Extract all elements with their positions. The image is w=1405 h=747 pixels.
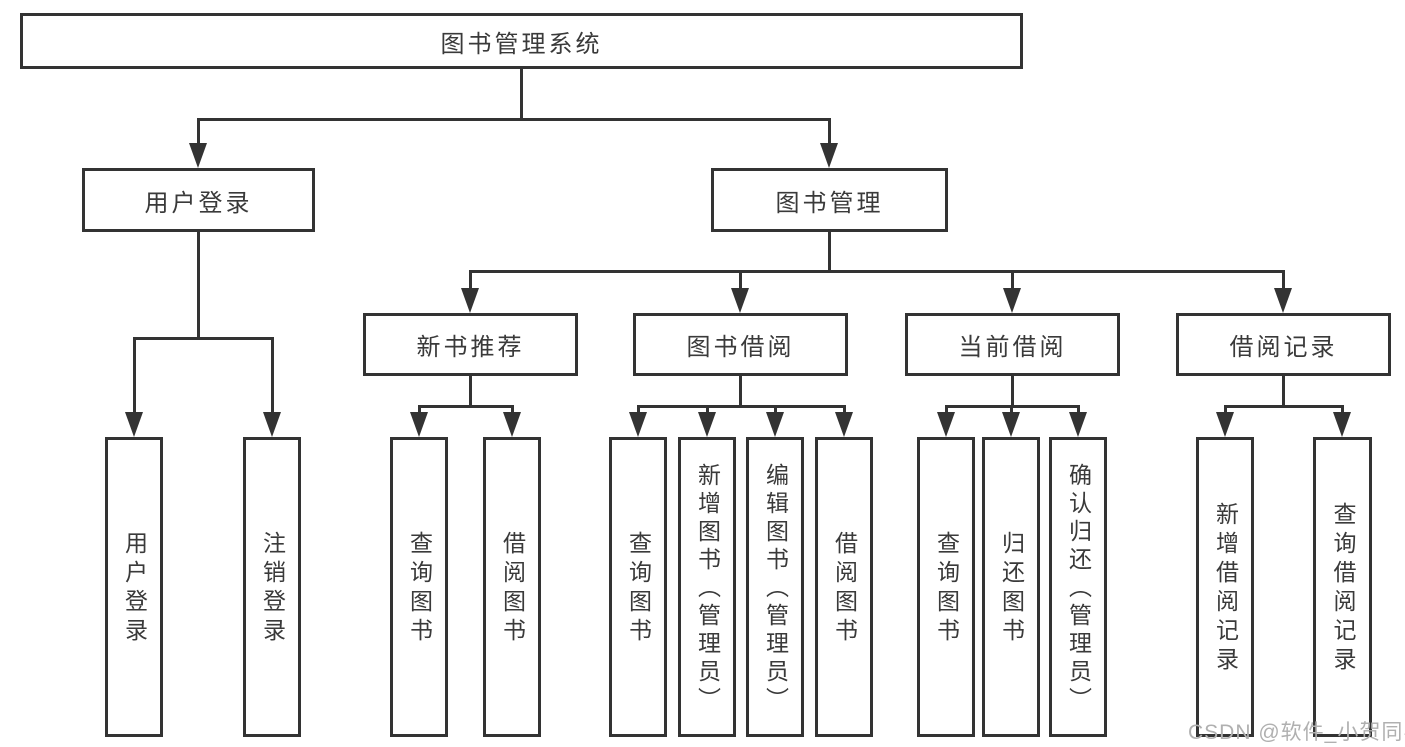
leaf-logout: 注销登录 [243, 437, 301, 737]
connector-vline [133, 337, 136, 415]
node-borrowing-records-label: 借阅记录 [1229, 334, 1338, 361]
node-book-management: 图书管理 [711, 168, 948, 232]
leaf-label: 查询图书 [406, 531, 433, 647]
node-current-borrowing: 当前借阅 [905, 313, 1120, 376]
leaf-label: 确认归还（管理员） [1065, 463, 1092, 715]
node-user-login-label: 用户登录 [144, 189, 253, 217]
connector-vline [1011, 270, 1014, 290]
leaf-add-book-admin: 新增图书（管理员） [678, 437, 736, 737]
node-current-borrowing-label: 当前借阅 [958, 334, 1067, 361]
connector-hline [1224, 405, 1344, 408]
csdn-watermark: CSDN @软件_小贺同学 [1188, 721, 1405, 744]
arrow-down-icon [731, 288, 749, 313]
node-new-book-recommendation-label: 新书推荐 [416, 334, 525, 361]
leaf-user-login-label: 用户登录 [121, 531, 148, 647]
leaf-label: 编辑图书（管理员） [762, 463, 789, 715]
arrow-down-icon [1069, 412, 1087, 437]
connector-hline [197, 118, 831, 121]
arrow-down-icon [1274, 288, 1292, 313]
arrow-down-icon [410, 412, 428, 437]
arrow-down-icon [820, 143, 838, 168]
connector-vline [843, 405, 846, 417]
connector-vline [1010, 405, 1013, 417]
arrow-down-icon [1003, 288, 1021, 313]
connector-hline [418, 405, 514, 408]
leaf-query-books-borrow: 查询图书 [609, 437, 667, 737]
connector-vline [197, 118, 200, 146]
node-book-borrowing-label: 图书借阅 [686, 334, 795, 361]
connector-hline [637, 405, 846, 408]
leaf-logout-label: 注销登录 [259, 531, 286, 647]
connector-vline [774, 405, 777, 417]
arrow-down-icon [263, 412, 281, 437]
connector-vline [271, 337, 274, 415]
leaf-borrow-books-recommend: 借阅图书 [483, 437, 541, 737]
connector-hline [133, 337, 274, 340]
arrow-down-icon [1333, 412, 1351, 437]
connector-vline [1011, 376, 1014, 405]
leaf-add-borrow-record: 新增借阅记录 [1196, 437, 1254, 737]
arrow-down-icon [1002, 412, 1020, 437]
node-user-login: 用户登录 [82, 168, 315, 232]
leaf-query-borrow-record: 查询借阅记录 [1313, 437, 1372, 737]
arrow-down-icon [189, 143, 207, 168]
leaf-label: 新增借阅记录 [1212, 502, 1239, 676]
connector-vline [739, 376, 742, 405]
connector-vline [1341, 405, 1344, 417]
node-root: 图书管理系统 [20, 13, 1023, 69]
arrow-down-icon [629, 412, 647, 437]
node-borrowing-records: 借阅记录 [1176, 313, 1391, 376]
leaf-query-books-recommend: 查询图书 [390, 437, 448, 737]
leaf-label: 查询图书 [625, 531, 652, 647]
connector-vline [706, 405, 709, 417]
connector-vline [828, 232, 831, 270]
connector-vline [1282, 270, 1285, 290]
connector-vline [1077, 405, 1080, 417]
leaf-label: 新增图书（管理员） [694, 463, 721, 715]
arrow-down-icon [698, 412, 716, 437]
arrow-down-icon [835, 412, 853, 437]
node-book-management-label: 图书管理 [775, 189, 884, 217]
arrow-down-icon [461, 288, 479, 313]
leaf-label: 借阅图书 [831, 531, 858, 647]
node-book-borrowing: 图书借阅 [633, 313, 848, 376]
connector-hline [469, 270, 1285, 273]
arrow-down-icon [937, 412, 955, 437]
leaf-label: 查询借阅记录 [1330, 502, 1356, 676]
arrow-down-icon [503, 412, 521, 437]
leaf-label: 查询图书 [933, 531, 960, 647]
arrow-down-icon [125, 412, 143, 437]
connector-vline [511, 405, 514, 417]
leaf-return-books: 归还图书 [982, 437, 1040, 737]
connector-vline [739, 270, 742, 290]
leaf-confirm-return-admin: 确认归还（管理员） [1049, 437, 1107, 737]
connector-vline [469, 376, 472, 405]
arrow-down-icon [1216, 412, 1234, 437]
leaf-edit-book-admin: 编辑图书（管理员） [746, 437, 804, 737]
leaf-borrow-books: 借阅图书 [815, 437, 873, 737]
leaf-query-books-current: 查询图书 [917, 437, 975, 737]
connector-vline [469, 270, 472, 290]
leaf-user-login: 用户登录 [105, 437, 163, 737]
connector-vline [637, 405, 640, 417]
leaf-label: 归还图书 [998, 531, 1025, 647]
connector-vline [1224, 405, 1227, 417]
connector-vline [1282, 376, 1285, 405]
connector-vline [945, 405, 948, 417]
leaf-label: 借阅图书 [499, 531, 526, 647]
node-root-label: 图书管理系统 [440, 30, 603, 58]
connector-vline [828, 118, 831, 146]
node-new-book-recommendation: 新书推荐 [363, 313, 578, 376]
connector-vline [520, 69, 523, 118]
connector-vline [197, 232, 200, 337]
connector-vline [418, 405, 421, 417]
arrow-down-icon [766, 412, 784, 437]
